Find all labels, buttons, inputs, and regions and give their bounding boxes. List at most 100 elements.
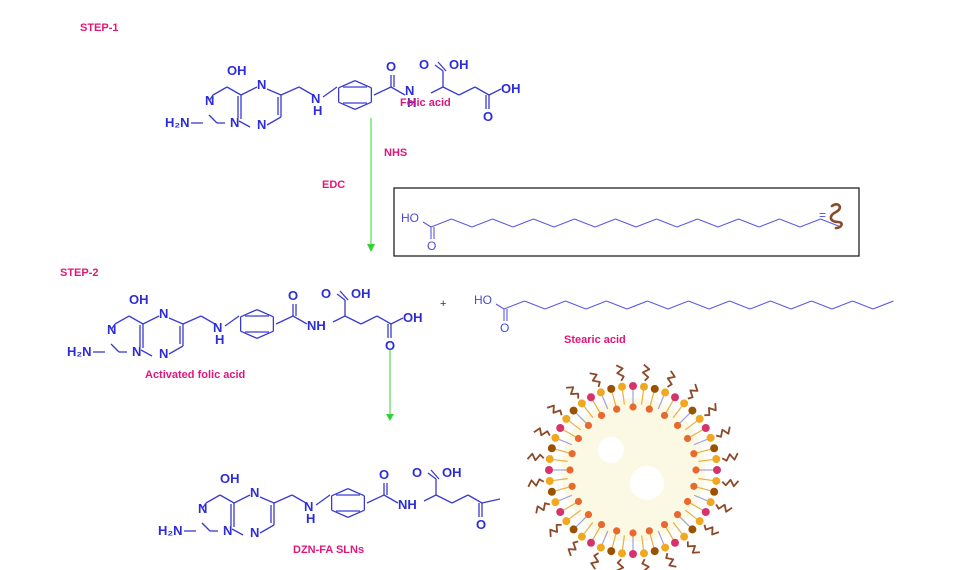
lipid-tail — [589, 372, 601, 388]
lipid-chain — [611, 392, 617, 407]
lipid-chain — [698, 458, 713, 462]
atom-label: HO — [401, 211, 419, 225]
lipid-head — [680, 532, 689, 541]
lipid-head — [596, 543, 605, 552]
bond — [233, 494, 251, 504]
lipid-tail — [616, 558, 625, 570]
lipid-chain — [679, 516, 690, 527]
bond — [434, 64, 444, 72]
atom-label: O — [288, 288, 298, 303]
lipid-chain — [657, 530, 665, 545]
lipid-tail — [527, 478, 545, 488]
atom-label: N — [257, 117, 266, 132]
atom-label: N — [405, 83, 414, 98]
lipid-head — [551, 498, 560, 507]
bond — [749, 300, 771, 310]
lipid-head — [618, 549, 627, 558]
lipid-tail — [721, 478, 740, 488]
bond — [430, 86, 444, 94]
bond — [390, 317, 404, 325]
inner-bead — [660, 411, 669, 420]
bond — [140, 349, 153, 357]
atom-label: N — [257, 77, 266, 92]
lipid-chain — [576, 413, 587, 424]
bond — [467, 494, 483, 504]
bond — [565, 300, 587, 310]
lipid-chain — [592, 400, 601, 414]
stearic-acid-label: Stearic acid — [564, 334, 626, 346]
bond — [339, 290, 349, 301]
atom-label: NH — [398, 497, 417, 512]
lipid-tail — [715, 426, 731, 438]
bond — [226, 86, 242, 96]
lipid-chain — [696, 448, 711, 454]
atom-label: O — [476, 517, 486, 532]
bond — [110, 343, 120, 353]
inner-bead — [597, 520, 606, 529]
edc-reagent-label: EDC — [322, 179, 345, 191]
lipid-head — [712, 455, 721, 464]
lipid-chain — [672, 406, 683, 419]
lipid-chain — [641, 390, 645, 405]
sln-core-bubble — [630, 466, 664, 500]
bond — [259, 496, 275, 504]
lipid-chain — [558, 438, 573, 446]
bond — [212, 86, 228, 96]
inner-bead — [690, 482, 698, 490]
bond — [373, 86, 392, 96]
product-label: DZN-FA SLNs — [293, 544, 364, 556]
lipid-chain — [665, 526, 674, 540]
atom-label: H — [407, 95, 416, 110]
lipid-head — [587, 538, 595, 547]
lipid-chain — [621, 390, 625, 405]
lipid-head — [661, 543, 670, 552]
arrow-2-head — [386, 414, 394, 421]
bond — [852, 300, 874, 310]
bond — [332, 315, 346, 323]
lipid-head — [618, 382, 627, 391]
lipid-chain — [649, 533, 655, 548]
bond — [512, 218, 534, 228]
lipid-head — [577, 399, 586, 408]
lipid-tail — [704, 403, 717, 417]
lipid-head — [710, 444, 719, 453]
lipid-head — [547, 444, 556, 453]
bond — [231, 528, 244, 536]
bond — [430, 469, 440, 480]
bond — [280, 86, 300, 96]
atom-label: O — [483, 109, 493, 124]
bond — [427, 472, 437, 480]
bond — [656, 218, 678, 228]
lipid-head — [680, 399, 689, 408]
bond — [635, 218, 657, 228]
bond — [259, 524, 275, 534]
atom-label: O — [412, 465, 422, 480]
atom-label: OH — [442, 465, 462, 480]
lipid-head — [713, 466, 721, 474]
bond — [338, 101, 356, 110]
lipid-head — [695, 414, 704, 423]
lipid-chain — [576, 516, 587, 527]
bond — [423, 494, 437, 502]
lipid-tail — [703, 524, 720, 536]
lipid-chain — [641, 535, 645, 550]
atom-label: H₂N — [165, 115, 190, 130]
lipid-head — [562, 517, 571, 526]
lipid-chain — [672, 521, 683, 534]
atom-label: N — [223, 523, 232, 538]
legend-equals: = — [819, 208, 826, 222]
atom-label: HO — [474, 293, 492, 307]
atom-label: O — [427, 239, 436, 253]
bond — [503, 300, 525, 310]
bond — [322, 86, 338, 98]
bond — [758, 218, 780, 228]
activated-folic-acid-label: Activated folic acid — [145, 369, 245, 381]
lipid-tail — [715, 503, 733, 513]
bond — [200, 315, 216, 325]
bond — [779, 218, 801, 228]
lipid-tail — [641, 558, 650, 570]
bond — [347, 509, 365, 518]
bond — [626, 300, 648, 310]
lipid-head — [671, 393, 679, 402]
